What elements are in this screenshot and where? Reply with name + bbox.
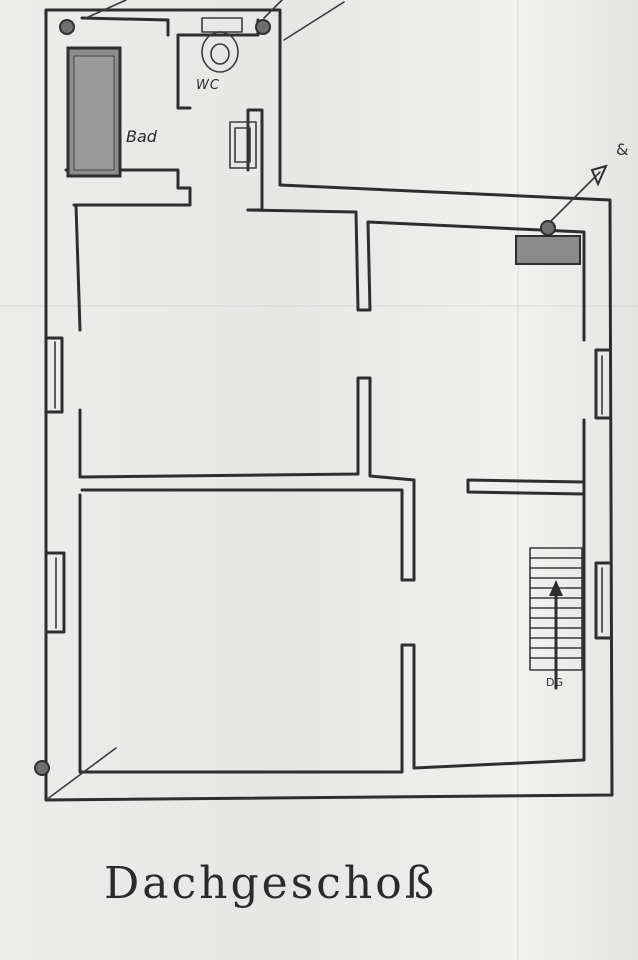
- room-label-bad: Bad: [126, 127, 157, 146]
- windows: [44, 336, 612, 640]
- room-label-wc: WC: [196, 78, 220, 93]
- inner-walls: [64, 16, 586, 774]
- stair-marker-label: DG: [546, 676, 563, 689]
- arrow-marker-label: &: [616, 140, 629, 159]
- chimneys: [34, 19, 556, 776]
- staircase: [529, 547, 583, 690]
- paper-fold-horizontal: [0, 305, 638, 307]
- plan-title: Dachgeschoß: [104, 858, 438, 909]
- storage-box: [515, 235, 581, 265]
- toilet: [201, 17, 243, 73]
- pointer-lines: [45, 0, 608, 801]
- bathtub: [66, 46, 122, 178]
